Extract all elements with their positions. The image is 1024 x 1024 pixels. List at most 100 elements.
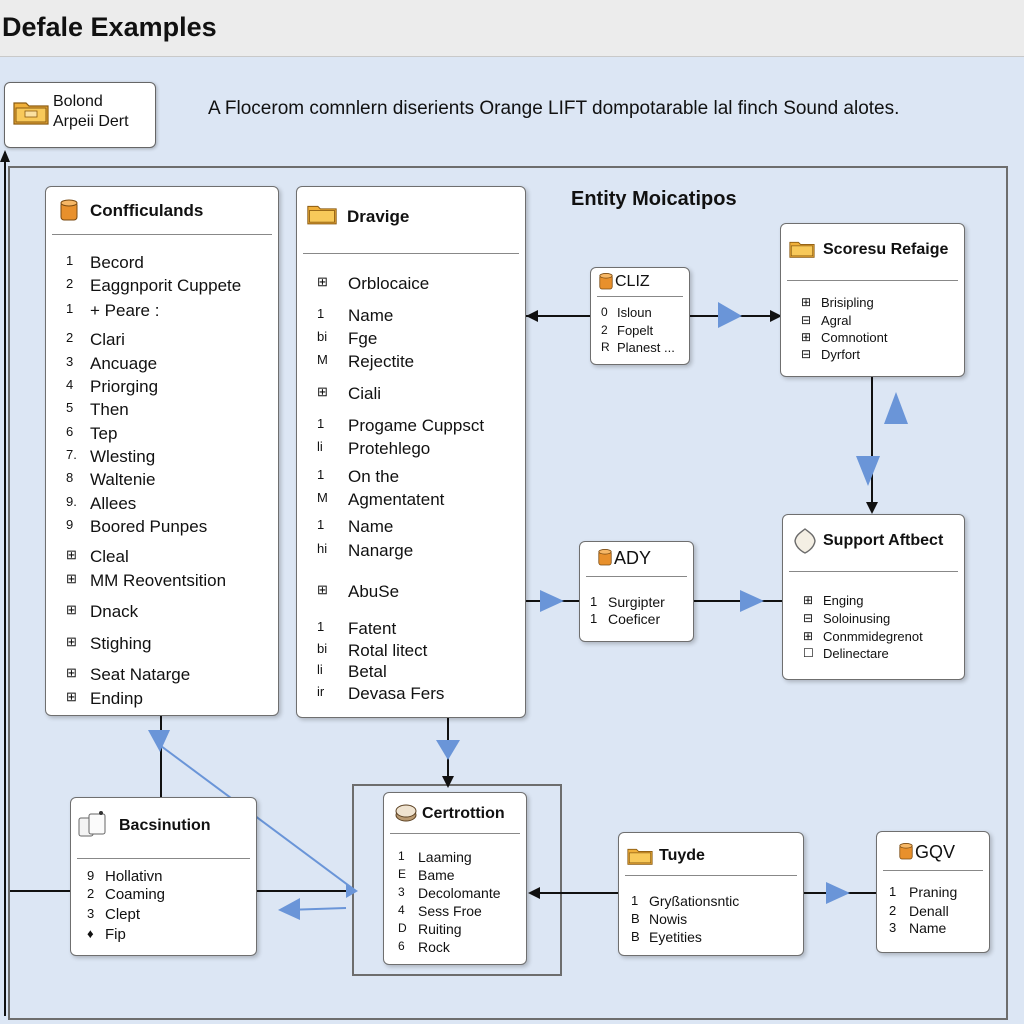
cylinder-icon [60,199,78,228]
field-name: Priorging [90,377,159,396]
field-key: bi [317,641,328,656]
field-name: Gryßationsntic [649,893,740,909]
field-name: Fip [105,926,126,943]
field-name: Tep [90,424,118,443]
field-key: ⊞ [803,593,814,607]
field-name: Ciali [348,384,382,403]
field-key: ⊞ [66,547,77,562]
field-key: 2 [87,886,95,901]
field-key: 4 [398,903,405,917]
field-key: 2 [601,323,608,337]
entity-scoresu[interactable]: Scoresu Refaige ⊞Brisipling⊟Agral⊞Comnot… [780,223,965,377]
entity-title: Tuyde [659,847,705,864]
field-name: Ruiting [418,921,462,937]
field-name: Progame Cuppsct [348,416,485,435]
field-key: 9 [66,517,74,532]
field-name: Wlesting [90,447,156,466]
field-name: Fge [348,329,378,348]
entity-title: Support Aftbect [823,532,944,549]
field-key: 9 [87,868,95,883]
cylinder-icon [899,842,913,867]
field-name: Sess Froe [418,903,482,919]
field-key: 2 [889,903,897,918]
field-key: ⊞ [66,602,77,617]
field-key: E [398,867,407,881]
field-key: 9. [66,494,77,509]
field-name: Betal [348,662,387,681]
field-name: Name [909,920,947,936]
field-key: li [317,662,323,677]
field-key: ⊞ [801,330,812,344]
field-key: 1 [590,594,598,609]
entity-title: CLIZ [615,273,650,290]
entity-title: Confficulands [90,201,204,220]
legend-box: Bolond Arpeii Dert [4,82,156,148]
folder-icon [789,238,815,263]
field-key: 1 [66,253,74,268]
field-name: Seat Natarge [90,665,191,684]
field-key: 1 [317,416,325,431]
field-name: Boored Punpes [90,517,208,536]
outer-frame [8,166,1008,1020]
field-key: ☐ [803,646,814,660]
title-bar: Defale Examples [0,0,1024,57]
field-key: 8 [66,470,74,485]
field-name: MM Reoventsition [90,571,227,590]
field-key: M [317,490,328,505]
field-key: 1 [317,517,325,532]
field-key: ♦ [87,926,94,941]
window-title: Defale Examples [2,12,217,42]
field-key: 1 [631,893,639,908]
field-key: ⊞ [66,571,77,586]
field-name: Fatent [348,619,397,638]
field-name: Nowis [649,911,688,927]
field-key: 1 [317,619,325,634]
field-name: Agmentatent [348,490,445,509]
field-key: hi [317,541,328,556]
field-name: Delinectare [823,646,889,661]
entity-title: Scoresu Refaige [823,241,949,258]
field-name: Praning [909,884,958,900]
field-name: Planest ... [617,340,675,355]
field-name: Denall [909,903,949,919]
field-name: Stighing [90,634,152,653]
field-name: Protehlego [348,439,431,458]
field-key: ⊞ [66,665,77,680]
field-key: 6 [66,424,74,439]
entity-title: Certrottion [422,805,505,822]
field-key: 2 [66,276,74,291]
field-name: Isloun [617,305,652,320]
field-key: 1 [317,467,325,482]
field-key: 1 [398,849,405,863]
shield-icon [793,527,817,560]
entity-support[interactable]: Support Aftbect ⊞Enging⊟Soloinusing⊞Conm… [782,514,965,680]
field-key: ⊞ [317,384,328,399]
field-name: Rock [418,939,450,955]
field-name: Surgipter [608,594,665,610]
field-name: Rotal litect [348,641,428,660]
field-name: Coaming [105,886,166,903]
folder-icon [627,845,653,870]
field-name: Eyetities [649,929,702,945]
field-name: Waltenie [90,470,156,489]
field-key: ⊞ [317,274,328,289]
field-name: On the [348,467,400,486]
field-key: ⊞ [66,634,77,649]
field-name: Brisipling [821,295,874,310]
field-name: Endinp [90,689,143,708]
field-name: Dnack [90,602,139,621]
field-key: ⊟ [801,313,812,327]
field-key: ⊟ [803,611,814,625]
field-name: Then [90,400,129,419]
field-name: Allees [90,494,137,513]
field-key: 3 [87,906,95,921]
field-key: ir [317,684,325,699]
